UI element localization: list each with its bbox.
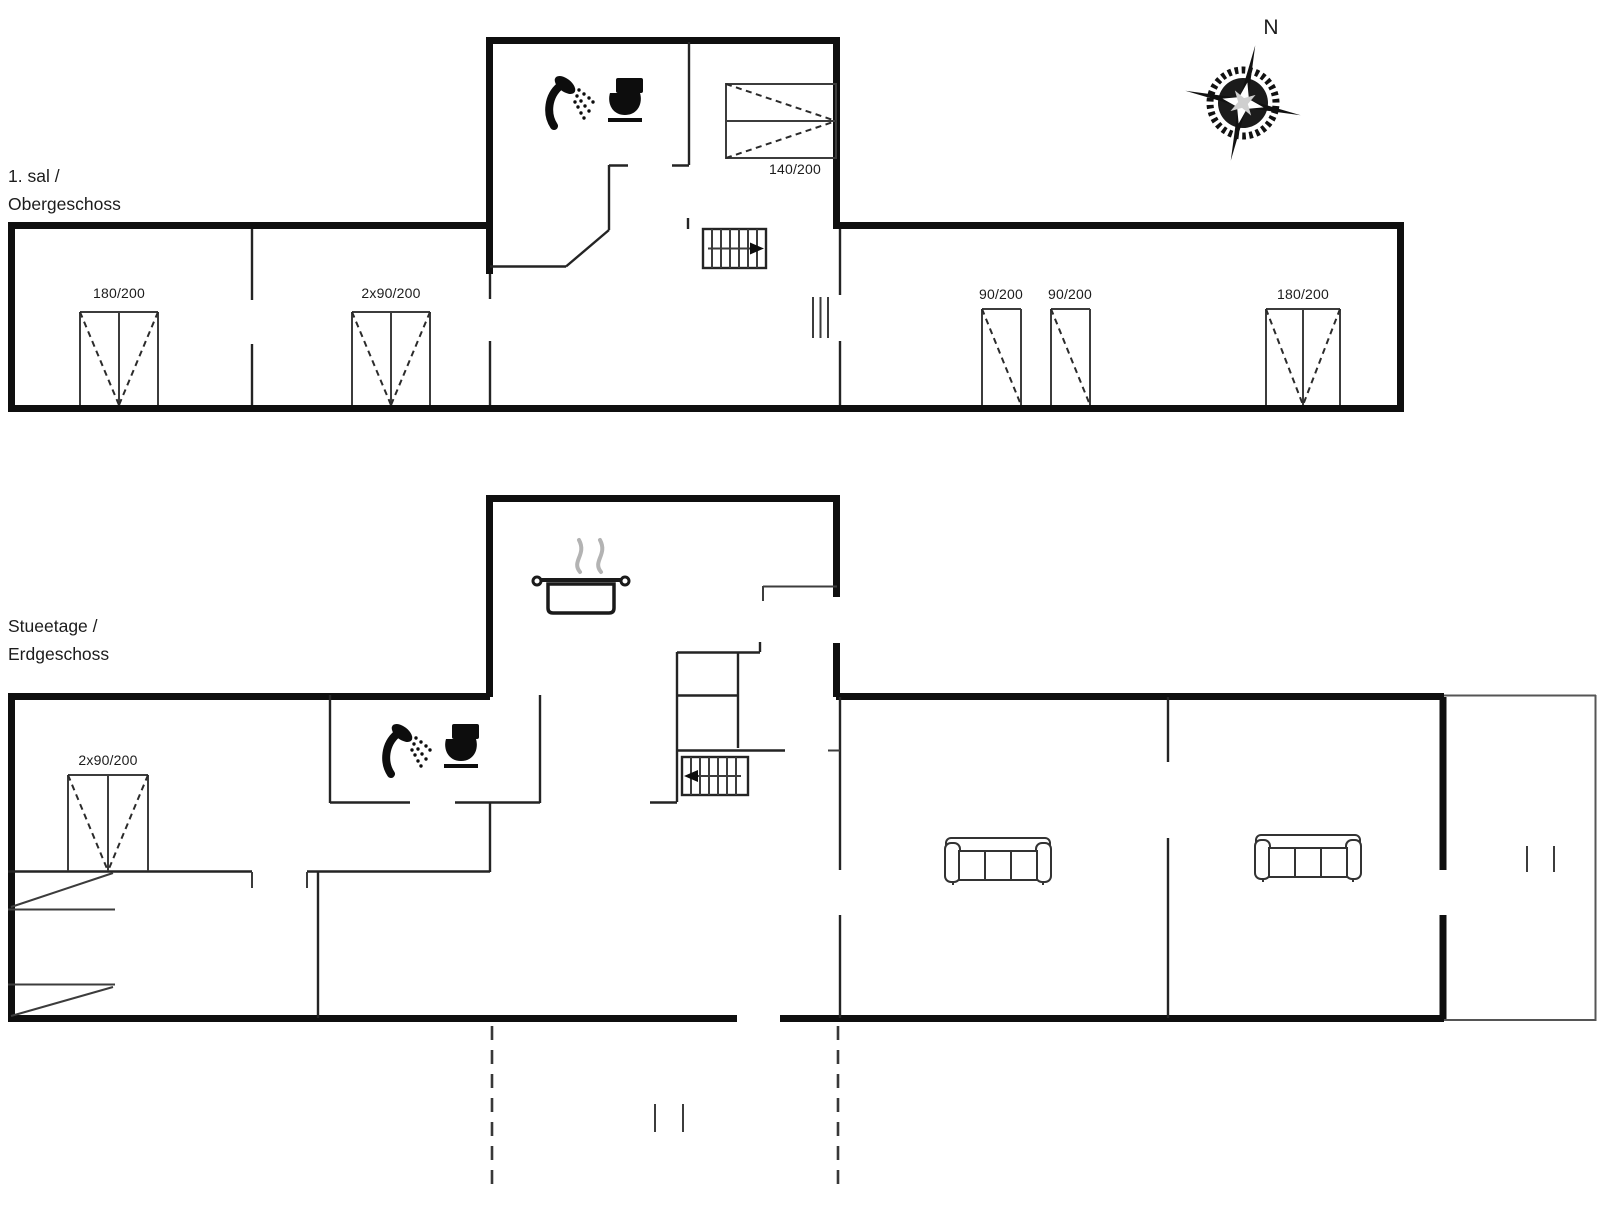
door-swing-icons: [8, 872, 115, 1017]
ground-floor-title-line2: Erdgeschoss: [8, 644, 110, 664]
ground-bathroom: [328, 695, 542, 804]
toilet-icon: [608, 78, 643, 122]
door-label-2x90-200-ground: 2x90/200: [78, 752, 138, 768]
window-label-90-200-a: 90/200: [978, 286, 1024, 302]
window-label-180-200-upper-left: 180/200: [92, 285, 145, 301]
window-140-200-icon: [725, 83, 837, 159]
ground-floor-title: Stueetage / Erdgeschoss: [8, 612, 109, 668]
sofa-icon: [944, 837, 1052, 886]
annex-room: [1444, 694, 1597, 1021]
window-label-180-200-upper-right: 180/200: [1276, 286, 1329, 302]
upper-floor-title-line1: 1. sal /: [8, 166, 60, 186]
window-180-200-upper-right: [1265, 308, 1341, 406]
upper-floor-plan: [8, 37, 1404, 412]
stairs-up-icon: [701, 227, 768, 270]
upper-floor-title-line2: Obergeschoss: [8, 194, 121, 214]
window-label-2x90-200-upper: 2x90/200: [361, 285, 421, 301]
ground-floor-plan: [8, 495, 1597, 1192]
window-180-200-upper-left: [79, 311, 159, 406]
shower-icon: [549, 72, 595, 126]
sofa-icon: [1254, 834, 1362, 883]
stairs-down-icon: [650, 642, 785, 804]
window-90-200-b: [1050, 308, 1091, 406]
ground-floor-title-line1: Stueetage /: [8, 616, 98, 636]
window-90-200-a: [981, 308, 1022, 406]
window-label-90-200-b: 90/200: [1047, 286, 1093, 302]
double-door-2x90-200: [67, 774, 149, 872]
window-2x90-200-upper: [351, 311, 431, 406]
toilet-icon: [444, 724, 479, 768]
window-label-140-200: 140/200: [768, 161, 821, 177]
cooking-pot-icon: [531, 538, 631, 615]
upper-floor-title: 1. sal / Obergeschoss: [8, 162, 121, 218]
compass-north-label: N: [1263, 16, 1279, 39]
shower-icon: [386, 720, 432, 774]
sliding-door-icon: [812, 297, 829, 338]
compass-rose-icon: [1185, 45, 1301, 161]
terrace-boundary: [490, 1026, 840, 1192]
